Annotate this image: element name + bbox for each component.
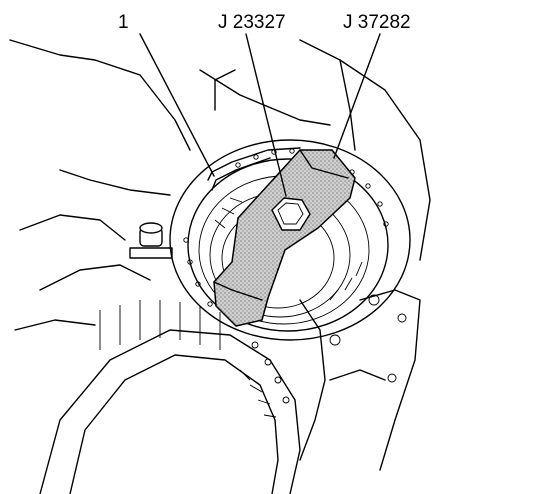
- gear-stack: [39, 300, 301, 494]
- leader-j23327: [245, 33, 287, 197]
- callout-j23327: J 23327: [218, 12, 286, 33]
- case-housing: [9, 39, 431, 471]
- leader-part-1: [139, 33, 215, 177]
- leader-lines: [139, 33, 381, 197]
- callout-part-1: 1: [118, 12, 129, 33]
- bolt: [129, 222, 173, 259]
- callout-j37282: J 37282: [343, 12, 411, 33]
- hex-adapter-j23327: [271, 197, 311, 231]
- leader-j37282: [333, 33, 381, 159]
- snap-ring-drum: [169, 139, 411, 341]
- wrench-j37282: [213, 149, 356, 327]
